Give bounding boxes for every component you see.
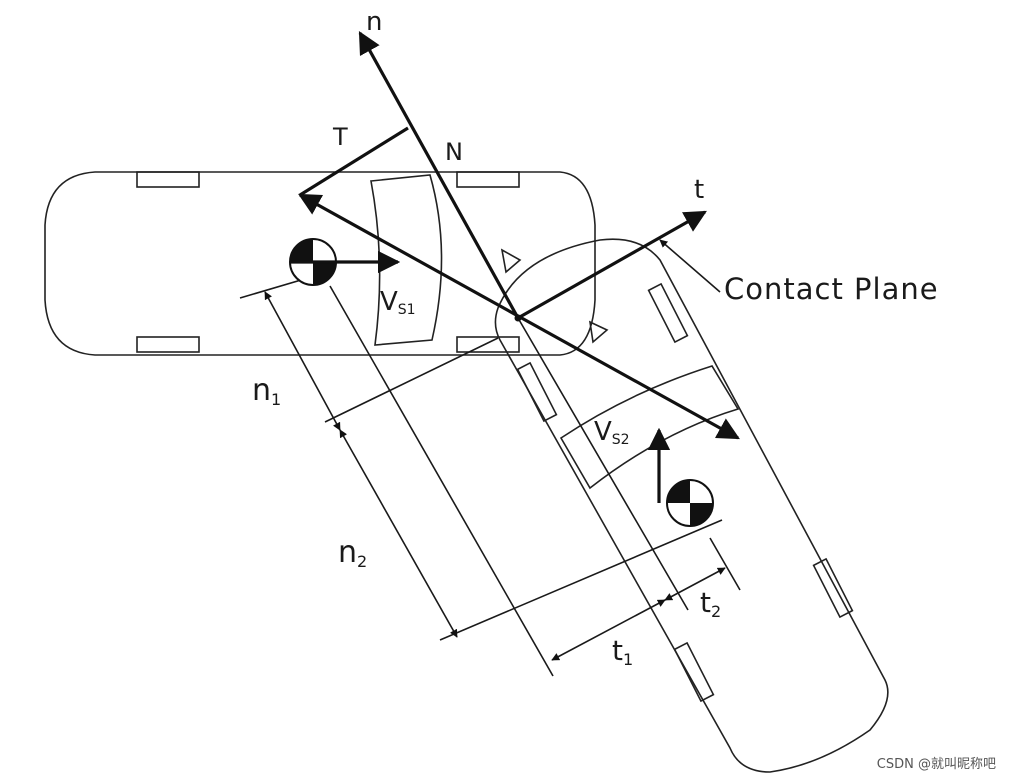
n2-label: n2	[338, 535, 367, 571]
n2-dimension	[339, 429, 458, 638]
n-extension-cg2	[439, 519, 723, 641]
labels: n t T N VS1 VS2 Contact Plane n1 n2 t1 t…	[252, 7, 939, 669]
vehicle-1-window-bottom-right	[456, 336, 520, 353]
center-of-gravity-1	[289, 238, 401, 286]
triangle-marker-lower	[588, 320, 609, 344]
vs2-label: VS2	[594, 417, 630, 448]
n-extension-contact	[324, 337, 499, 423]
contact-plane-leader	[659, 239, 721, 293]
triangle-marker-upper	[500, 248, 522, 274]
dimension-lines	[239, 274, 741, 677]
vehicle-2-window-right-lower	[812, 557, 854, 619]
vehicle-1-window-top-right	[456, 171, 520, 188]
t2-dimension	[664, 567, 726, 601]
T-component	[299, 126, 409, 197]
vehicle-2-window-left-upper	[516, 361, 558, 423]
n-axis-arrow	[358, 31, 520, 319]
vehicle-2-window-right-upper	[647, 282, 689, 344]
n1-label: n1	[252, 373, 281, 409]
vs1-label: VS1	[380, 287, 416, 318]
t-extension-cg2	[709, 537, 741, 591]
T-label: T	[332, 123, 348, 151]
t1-label: t1	[612, 634, 633, 669]
t-axis-label: t	[694, 175, 704, 205]
contact-point	[514, 314, 522, 322]
N-label: N	[445, 138, 463, 166]
vehicle-1-windshield	[370, 174, 443, 346]
force-vectors	[298, 31, 740, 440]
t1-dimension	[551, 599, 666, 661]
n-axis-label: n	[366, 7, 382, 37]
vehicle-2-windshield	[559, 365, 740, 490]
watermark-text: CSDN @就叫昵称吧	[876, 757, 996, 772]
vehicle-1-window-top-left	[136, 171, 200, 188]
t-axis-arrow	[517, 210, 707, 320]
t2-label: t2	[700, 586, 721, 621]
contact-plane-label: Contact Plane	[724, 272, 939, 306]
vehicle-1-window-bottom-left	[136, 336, 200, 353]
center-of-gravity-2	[647, 427, 714, 527]
vehicle-2-window-left-lower	[673, 641, 715, 703]
n1-dimension	[264, 291, 341, 431]
